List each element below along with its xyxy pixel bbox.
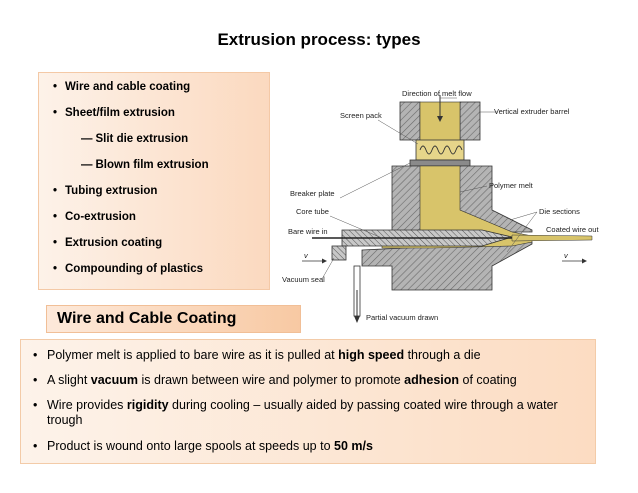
bullet-dot: • bbox=[33, 439, 38, 453]
label-vacuum-seal: Vacuum seal bbox=[282, 275, 325, 284]
vacuum-seal-part bbox=[331, 245, 347, 261]
type-label: Wire and cable coating bbox=[65, 81, 191, 93]
coated-wire bbox=[511, 234, 593, 242]
type-label: Tubing extrusion bbox=[65, 185, 158, 197]
plain-text: during cooling – usually aided by passin… bbox=[47, 398, 558, 427]
page-title: Extrusion process: types bbox=[217, 30, 421, 49]
type-label: Co-extrusion bbox=[65, 211, 136, 223]
type-subitem: —Blown film extrusion bbox=[81, 159, 209, 171]
label-screen-pack: Screen pack bbox=[340, 111, 382, 120]
screen-pack bbox=[415, 139, 465, 161]
emphasis-text: high speed bbox=[338, 348, 405, 362]
type-label: Extrusion coating bbox=[65, 237, 163, 249]
plain-text: Polymer melt is applied to bare wire as … bbox=[47, 348, 339, 362]
label-bare-wire: Bare wire in bbox=[288, 227, 328, 236]
type-item: Sheet/film extrusion bbox=[53, 107, 175, 119]
emphasis-text: rigidity bbox=[126, 398, 169, 412]
description-text: A slight vacuum is drawn between wire an… bbox=[33, 373, 578, 388]
plain-text: of coating bbox=[459, 373, 517, 387]
die-body-bottom bbox=[361, 241, 533, 291]
bullet-dot: • bbox=[33, 398, 38, 412]
description-point: • Product is wound onto large spools at s… bbox=[33, 439, 578, 454]
type-label: Sheet/film extrusion bbox=[65, 107, 175, 119]
type-subitem: —Slit die extrusion bbox=[81, 133, 188, 145]
type-item: Extrusion coating bbox=[53, 237, 163, 249]
type-item: Compounding of plastics bbox=[53, 263, 203, 275]
description-text: Product is wound onto large spools at sp… bbox=[33, 439, 578, 454]
type-label: Slit die extrusion bbox=[95, 133, 189, 145]
screen-pack-coil bbox=[419, 145, 463, 155]
description-text: Polymer melt is applied to bare wire as … bbox=[33, 348, 578, 363]
type-subitem-dash: — bbox=[81, 133, 93, 145]
section-heading: Wire and Cable Coating bbox=[46, 305, 301, 333]
type-item: Wire and cable coating bbox=[53, 81, 191, 93]
wire-coating-diagram: Direction of melt flow Screen pack Verti… bbox=[282, 90, 599, 323]
emphasis-text: 50 m/s bbox=[334, 439, 373, 453]
type-item: Co-extrusion bbox=[53, 211, 136, 223]
label-melt-flow: Direction of melt flow bbox=[402, 90, 472, 98]
label-partial-vacuum: Partial vacuum drawn bbox=[366, 313, 438, 322]
description-box: • Polymer melt is applied to bare wire as… bbox=[20, 339, 596, 464]
extrusion-types-box: Wire and cable coatingSheet/film extrusi… bbox=[38, 72, 270, 290]
description-point: • Polymer melt is applied to bare wire as… bbox=[33, 348, 578, 363]
description-point: •Wire provides rigidity during cooling –… bbox=[33, 398, 578, 428]
label-breaker-plate: Breaker plate bbox=[290, 189, 335, 198]
type-label: Blown film extrusion bbox=[95, 159, 209, 171]
type-item: Tubing extrusion bbox=[53, 185, 158, 197]
label-core-tube: Core tube bbox=[296, 207, 329, 216]
bullet-dot: • bbox=[33, 373, 38, 387]
bullet-dot: • bbox=[33, 348, 38, 362]
description-point: •A slight vacuum is drawn between wire a… bbox=[33, 373, 578, 388]
plain-text: is drawn between wire and polymer to pro… bbox=[138, 373, 405, 387]
plain-text: Wire provides bbox=[47, 398, 127, 412]
label-v-left: v bbox=[304, 251, 309, 260]
plain-text: Product is wound onto large spools at sp… bbox=[47, 439, 334, 453]
emphasis-text: vacuum bbox=[90, 373, 139, 387]
barrel-right-wall bbox=[459, 101, 481, 141]
emphasis-text: adhesion bbox=[404, 373, 460, 387]
label-v-right: v bbox=[564, 251, 569, 260]
breaker-plate bbox=[409, 159, 471, 167]
plain-text: A slight bbox=[47, 373, 91, 387]
type-subitem-dash: — bbox=[81, 159, 93, 171]
barrel-left-wall bbox=[399, 101, 421, 141]
type-label: Compounding of plastics bbox=[65, 263, 203, 275]
label-barrel: Vertical extruder barrel bbox=[494, 107, 570, 116]
label-polymer-melt: Polymer melt bbox=[489, 181, 534, 190]
label-die-sections: Die sections bbox=[539, 207, 580, 216]
plain-text: through a die bbox=[404, 348, 481, 362]
description-text: Wire provides rigidity during cooling – … bbox=[33, 398, 578, 428]
label-coated-wire: Coated wire out bbox=[546, 225, 599, 234]
